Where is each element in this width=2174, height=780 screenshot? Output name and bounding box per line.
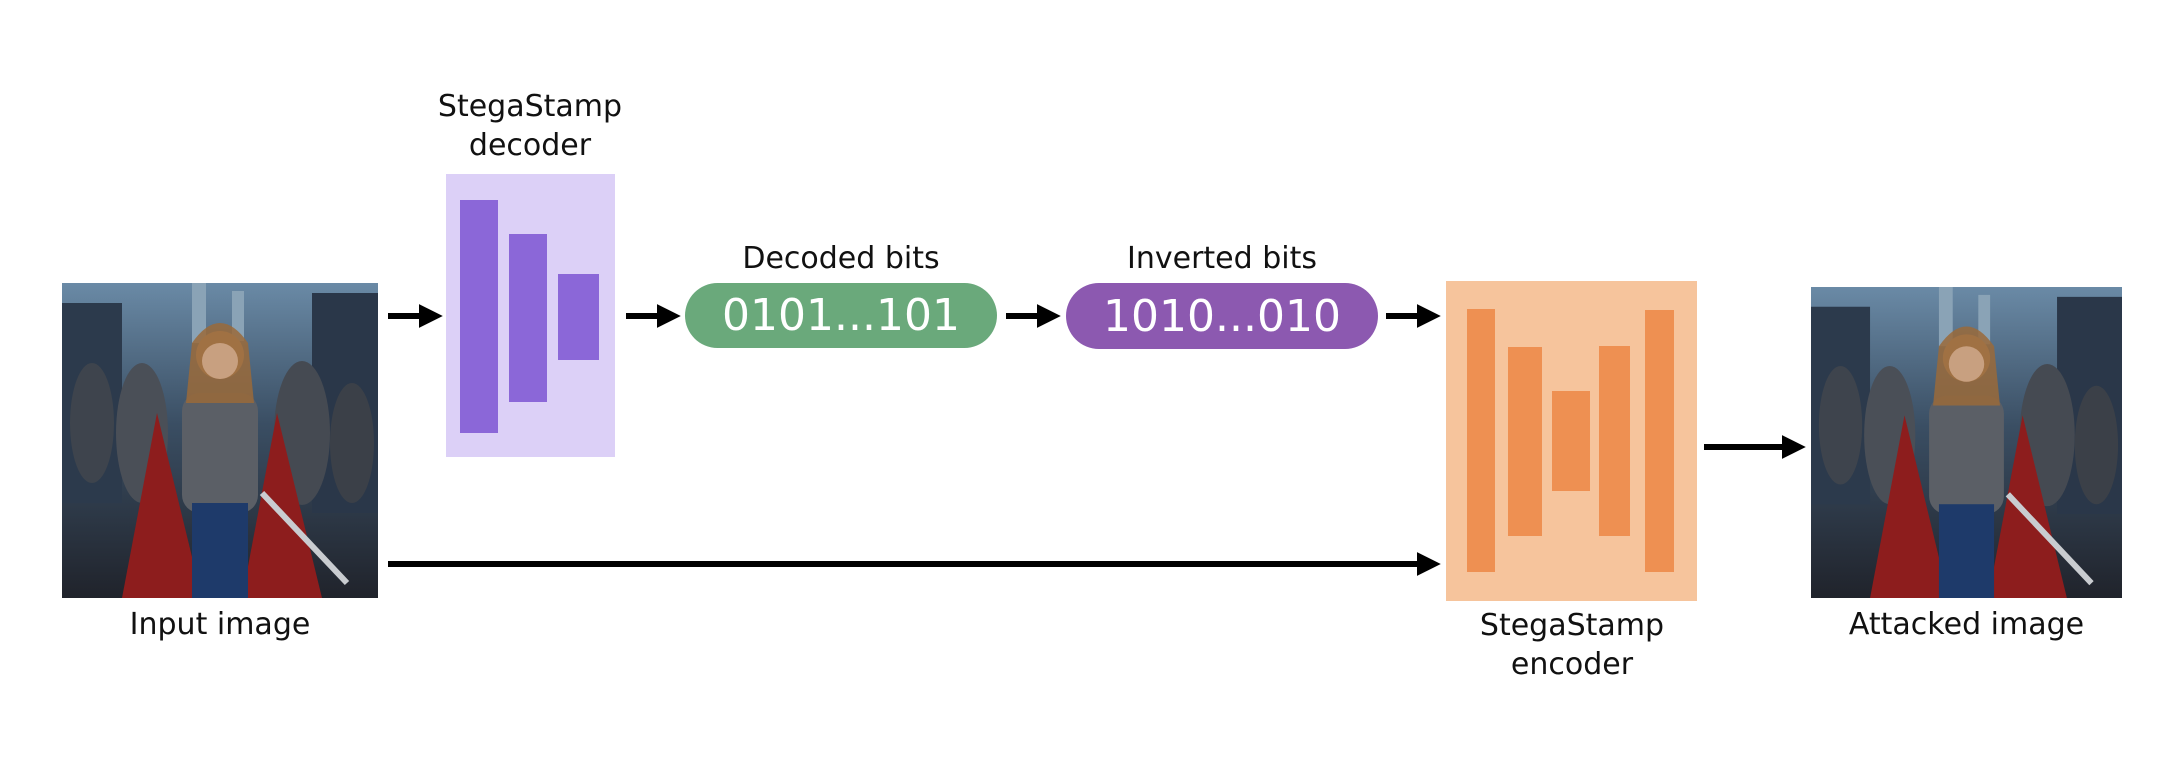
encoder-bar-1 <box>1467 309 1495 572</box>
decoded-bits-title: Decoded bits <box>742 241 940 276</box>
encoder-label-line1: StegaStamp <box>1479 608 1665 643</box>
decoder-block <box>446 174 615 457</box>
encoder-bar-5 <box>1645 310 1674 572</box>
encoder-bar-2 <box>1508 347 1542 536</box>
inverted-bits-title: Inverted bits <box>1127 241 1317 276</box>
decoder-bar-3 <box>558 274 599 360</box>
warrior-artwork-illustration-attacked <box>1811 287 2122 598</box>
decoder-label-line1: StegaStamp <box>437 89 623 124</box>
attacked-image-label: Attacked image <box>1848 607 2085 642</box>
decoder-bar-1 <box>460 200 498 433</box>
decoder-label-line2: decoder <box>468 128 592 163</box>
encoder-label-line2: encoder <box>1510 647 1634 682</box>
input-image-label: Input image <box>129 607 311 642</box>
encoder-label: StegaStamp encoder <box>1442 606 1702 684</box>
encoder-bar-4 <box>1599 346 1630 536</box>
inverted-bits-pill: 1010...010 <box>1066 283 1378 349</box>
decoder-bar-2 <box>509 234 547 402</box>
decoder-label: StegaStamp decoder <box>400 87 660 165</box>
inverted-bits-value: 1010...010 <box>1103 290 1341 342</box>
attacked-image <box>1811 287 2122 598</box>
encoder-bar-3 <box>1552 391 1590 491</box>
input-image <box>62 283 378 598</box>
encoder-block <box>1446 281 1697 601</box>
decoded-bits-pill: 0101...101 <box>685 283 997 348</box>
decoded-bits-value: 0101...101 <box>722 290 960 341</box>
warrior-artwork-illustration <box>62 283 378 598</box>
